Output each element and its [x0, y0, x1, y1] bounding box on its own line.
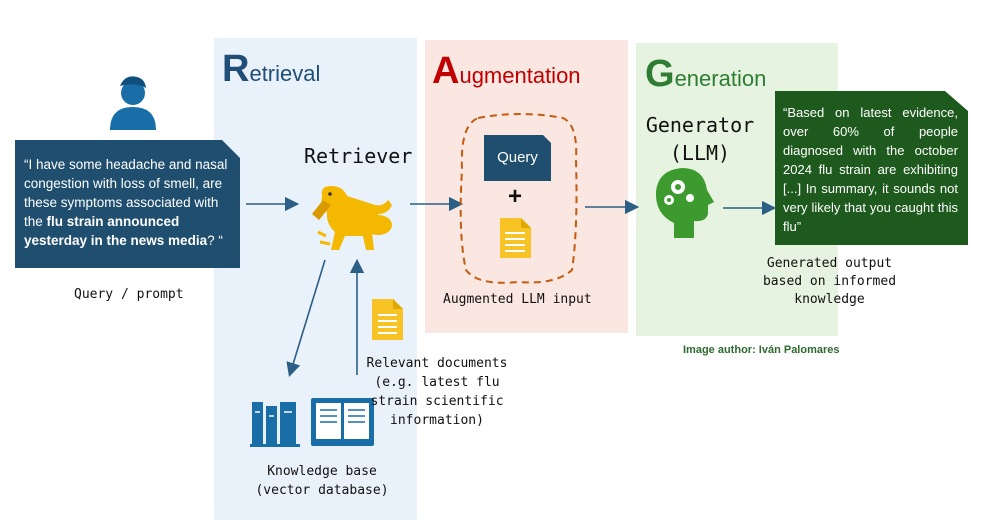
- retriever-label: Retriever: [304, 144, 413, 168]
- retrieval-title: Retrieval: [222, 48, 320, 91]
- output-bubble-text: “Based on latest evidence, over 60% of p…: [783, 105, 958, 234]
- generation-title: Generation: [645, 53, 766, 96]
- output-bubble-shape: [775, 91, 968, 245]
- knowledge-base-label: Knowledge base (vector database): [252, 462, 392, 500]
- augmentation-title-initial: A: [432, 50, 460, 92]
- augmented-input-label: Augmented LLM input: [443, 292, 592, 307]
- arrow-retriever-to-kb: [286, 259, 326, 378]
- query-box-label: Query: [497, 149, 538, 166]
- output-bubble: “Based on latest evidence, over 60% of p…: [783, 103, 958, 236]
- document-icon-augmentation: [500, 218, 531, 258]
- retrieval-title-rest: etrieval: [249, 61, 321, 86]
- user-icon: [110, 76, 156, 130]
- relevant-docs-line1: Relevant documents: [366, 356, 508, 371]
- query-bubble-end: ? “: [207, 233, 223, 248]
- knowledge-base-line1: Knowledge base: [267, 464, 377, 479]
- query-box: [484, 135, 551, 181]
- query-bubble-text: “I have some headache and nasal congesti…: [24, 157, 228, 229]
- generation-title-rest: eneration: [674, 66, 767, 91]
- generator-line2: (LLM): [669, 141, 731, 165]
- generated-line1: Generated output: [766, 256, 893, 271]
- generated-line2: based on informed: [762, 274, 897, 289]
- image-author-credit: Image author: Iván Palomares: [683, 344, 840, 356]
- augmented-input-dashed-border: [459, 113, 578, 284]
- generation-title-initial: G: [645, 53, 675, 95]
- relevant-docs-line3: strain scientific: [370, 394, 504, 409]
- generator-line1: Generator: [645, 113, 755, 137]
- relevant-documents-label: Relevant documents (e.g. latest flu stra…: [362, 354, 512, 430]
- plus-sign: +: [508, 183, 523, 210]
- query-bubble-bold: flu strain announced yesterday in the ne…: [24, 214, 208, 248]
- knowledge-base-line2: (vector database): [255, 483, 389, 498]
- generator-label: Generator (LLM): [640, 111, 760, 167]
- augmentation-title-rest: ugmentation: [459, 63, 581, 88]
- generated-line3: knowledge: [794, 292, 865, 307]
- augmentation-title: Augmentation: [432, 50, 581, 93]
- retriever-dog-icon: [312, 186, 392, 250]
- open-book-icon: [311, 398, 374, 446]
- generated-output-label: Generated output based on informed knowl…: [752, 255, 907, 309]
- relevant-docs-line4: information): [390, 413, 484, 428]
- books-icon: [250, 402, 300, 447]
- query-bubble: “I have some headache and nasal congesti…: [24, 155, 234, 250]
- brain-gears-head-icon: [655, 168, 714, 238]
- augmentation-panel: [425, 40, 628, 333]
- query-prompt-label: Query / prompt: [74, 287, 184, 302]
- document-icon-retrieval: [372, 299, 403, 340]
- retrieval-title-initial: R: [222, 48, 250, 90]
- query-bubble-shape: [15, 140, 240, 268]
- relevant-docs-line2: (e.g. latest flu: [374, 375, 500, 390]
